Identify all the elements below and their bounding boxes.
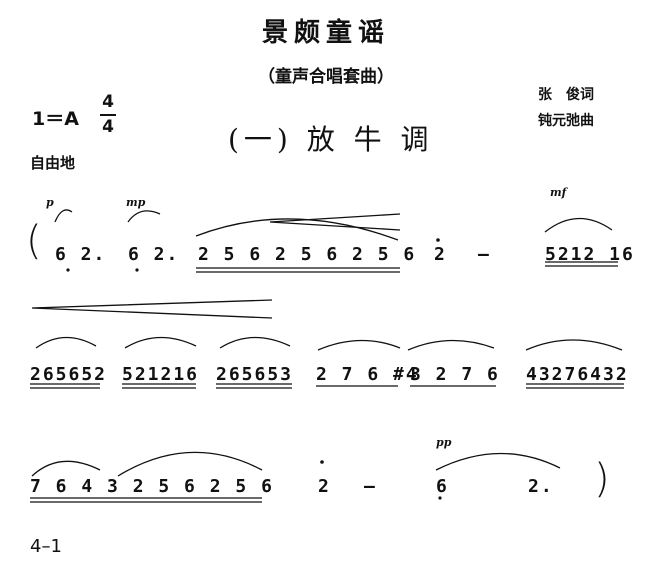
underline-8 <box>526 383 624 389</box>
note-group: 521216 <box>122 364 200 385</box>
dot-2 <box>320 460 324 464</box>
slur-1 <box>54 209 73 223</box>
movement-title: (一) 放 牛 调 <box>228 123 434 156</box>
underline-5 <box>216 383 292 389</box>
lyricist-credit: 张 俊词 <box>538 87 594 103</box>
slur-2 <box>127 210 161 223</box>
crescendo-hairpin <box>269 213 401 231</box>
underline-3 <box>30 383 100 389</box>
slur-4 <box>544 217 613 233</box>
slur-3 <box>195 218 399 241</box>
note-group: 2 5 6 2 5 6 2 5 6 <box>198 244 417 265</box>
score-title: 景颇童谣 <box>261 18 390 48</box>
underline-9 <box>30 497 262 503</box>
slur-13 <box>435 452 561 471</box>
slur-6 <box>124 336 197 349</box>
dot-4 <box>135 268 139 272</box>
page-number: 4–1 <box>30 536 62 557</box>
dash: — <box>364 476 377 497</box>
diminuendo-hairpin <box>31 299 273 319</box>
time-signature: 4 4 <box>100 92 116 138</box>
slur-12 <box>117 451 263 477</box>
note-group: 5212 16 <box>545 244 635 265</box>
time-signature-top: 4 <box>102 92 114 112</box>
slur-11 <box>31 460 101 477</box>
dash: — <box>478 244 491 265</box>
closing-bracket: ) <box>594 456 610 502</box>
composer-credit: 钝元弛曲 <box>538 113 594 129</box>
note-group: 2. <box>528 476 554 497</box>
underline-1 <box>196 267 400 273</box>
note-group: 7 6 4 3 2 5 6 2 5 6 <box>30 476 274 497</box>
note-group: 2 <box>318 476 331 497</box>
dynamic-p: p <box>46 196 54 209</box>
note-group: 2 7 6 #4 <box>316 364 419 385</box>
time-signature-bottom: 4 <box>102 117 114 137</box>
note-group: 265653 <box>216 364 294 385</box>
dynamic-mf: mf <box>550 186 567 199</box>
opening-bracket: ( <box>26 218 42 264</box>
key-signature: 1＝A <box>32 108 79 130</box>
slur-9 <box>407 339 495 351</box>
tempo-marking: 自由地 <box>30 154 76 172</box>
dot-5 <box>438 496 442 500</box>
underline-4 <box>122 383 196 389</box>
score-subtitle: （童声合唱套曲） <box>258 67 394 87</box>
note-group: 43276432 <box>526 364 629 385</box>
time-signature-bar <box>100 114 116 116</box>
slur-5 <box>35 336 97 349</box>
note-group: 3 2 7 6 <box>410 364 500 385</box>
dot-3 <box>66 268 70 272</box>
note-group: 6 2. <box>128 244 180 265</box>
note-group: 265652 <box>30 364 108 385</box>
slur-10 <box>525 339 623 351</box>
note-group: 6 2. <box>55 244 107 265</box>
underline-2 <box>545 261 618 267</box>
dynamic-pp: pp <box>436 436 452 449</box>
dot-1 <box>436 238 440 242</box>
dynamic-mp: mp <box>126 196 146 209</box>
slur-7 <box>219 336 291 349</box>
note-group: 6 <box>436 476 449 497</box>
slur-8 <box>317 339 401 351</box>
note-group: 2 <box>434 244 447 265</box>
